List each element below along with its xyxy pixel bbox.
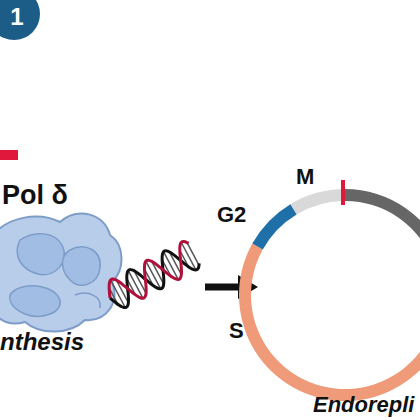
arrest-arc — [345, 189, 420, 263]
checkpoint-tick — [341, 180, 345, 205]
cell-cycle-ring — [239, 189, 420, 401]
g2-phase-arc — [252, 204, 296, 249]
dna-helix — [103, 239, 202, 312]
m-phase-arc — [290, 189, 345, 214]
inhibition-bar — [0, 150, 18, 160]
phase-label: G2 — [217, 204, 246, 226]
process-arrow — [205, 284, 240, 291]
dna-strand — [103, 239, 202, 312]
polymerase-protein — [0, 214, 122, 332]
s-phase-arc — [239, 244, 420, 401]
dna-strand — [103, 239, 202, 312]
phase-label: M — [296, 166, 314, 188]
enzyme-name: Pol δ — [2, 182, 68, 209]
process-name: Endorepli — [313, 394, 414, 416]
step-number-badge: 1 — [0, 0, 40, 40]
step-number: 1 — [4, 0, 23, 31]
base-pair — [187, 242, 199, 265]
process-name: nthesis — [0, 330, 84, 354]
phase-label: S — [229, 320, 244, 342]
